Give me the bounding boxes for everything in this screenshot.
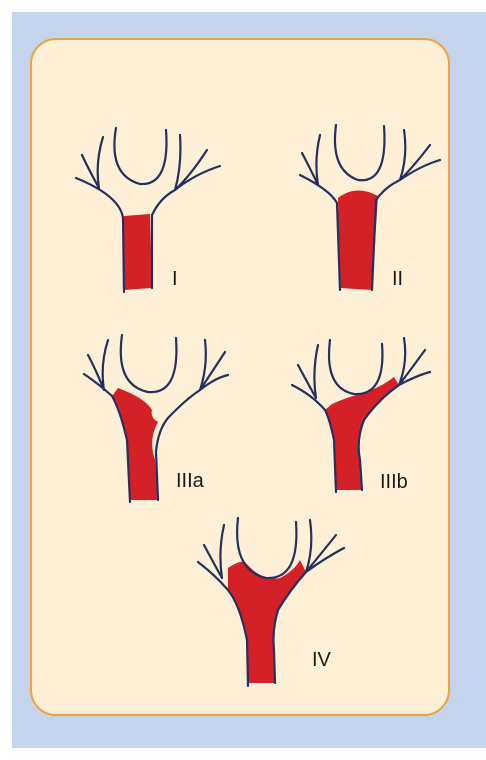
diagram-type-4: IV [198, 518, 344, 686]
diagram-type-3b: IIIb [292, 338, 430, 493]
label-type-3a: IIIa [176, 470, 205, 492]
duct-right-wall-type-4 [274, 520, 345, 683]
duct-arch-type-3b [329, 340, 382, 394]
label-type-2: II [392, 268, 403, 290]
label-type-1: I [172, 268, 178, 290]
tumor-region-type-3a [112, 388, 158, 500]
diagram-type-2: II [300, 125, 440, 290]
duct-arch-type-2 [335, 125, 385, 180]
label-type-4: IV [312, 649, 332, 671]
duct-right-wall-type-1 [152, 135, 220, 288]
label-type-3b: IIIb [380, 471, 408, 493]
tumor-region-type-1 [124, 214, 152, 290]
duct-arch-type-3a [121, 335, 177, 392]
diagram-type-3a: IIIa [84, 335, 228, 502]
duct-right-wall-type-2 [372, 130, 440, 290]
duct-left-wall-type-3a [84, 340, 130, 502]
duct-arch-type-1 [114, 128, 166, 184]
duct-right-wall-type-3b [359, 338, 430, 490]
diagram-type-1: I [76, 128, 220, 292]
duct-left-wall-type-2 [300, 135, 340, 290]
